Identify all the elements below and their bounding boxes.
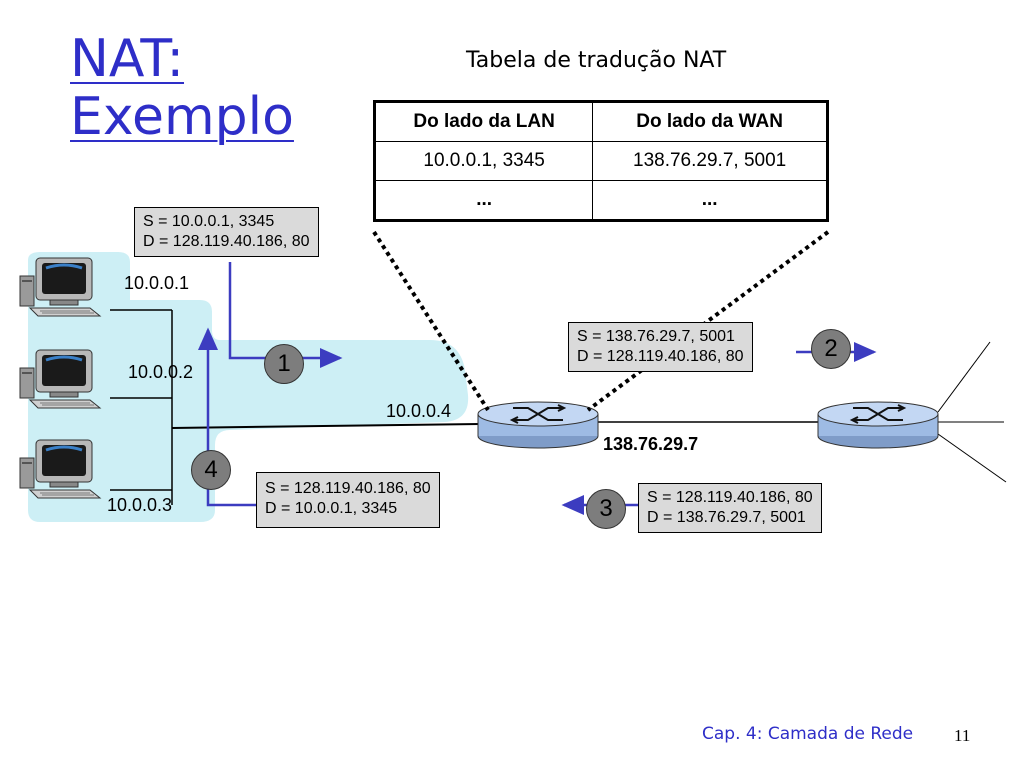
step-2-badge: 2 [811,329,851,369]
packet-1-destination: D = 128.119.40.186, 80 [143,232,310,252]
packet-3-source: S = 128.119.40.186, 80 [647,488,813,508]
title-line-2: Exemplo [70,88,294,146]
remote-router-icon [818,402,938,448]
packet-2-box: S = 138.76.29.7, 5001 D = 128.119.40.186… [568,322,753,372]
host-2-ip-label: 10.0.0.2 [128,362,193,383]
table-cell: ... [593,181,828,221]
packet-4-box: S = 128.119.40.186, 80 D = 10.0.0.1, 334… [256,472,440,528]
step-4-badge: 4 [191,450,231,490]
page-number: 11 [954,726,970,746]
host-1-ip-label: 10.0.0.1 [124,273,189,294]
router-wan-ip-label: 138.76.29.7 [603,434,698,455]
packet-2-source: S = 138.76.29.7, 5001 [577,327,744,347]
step-3-badge: 3 [586,489,626,529]
table-cell: 138.76.29.7, 5001 [593,142,828,181]
page-title: NAT: Exemplo [70,30,294,146]
header-wan: Do lado da WAN [593,102,828,142]
footer-chapter: Cap. 4: Camada de Rede [702,724,913,744]
packet-4-source: S = 128.119.40.186, 80 [265,479,431,499]
packet-3-box: S = 128.119.40.186, 80 D = 138.76.29.7, … [638,483,822,533]
packet-3-destination: D = 138.76.29.7, 5001 [647,508,813,528]
step-1-badge: 1 [264,344,304,384]
table-cell: 10.0.0.1, 3345 [375,142,593,181]
title-line-1: NAT: [70,30,294,88]
table-row: 10.0.0.1, 3345 138.76.29.7, 5001 [375,142,828,181]
nat-router-icon [478,402,598,448]
packet-2-destination: D = 128.119.40.186, 80 [577,347,744,367]
table-header-row: Do lado da LAN Do lado da WAN [375,102,828,142]
table-cell: ... [375,181,593,221]
packet-1-source: S = 10.0.0.1, 3345 [143,212,310,232]
table-row: ... ... [375,181,828,221]
table-caption: Tabela de tradução NAT [466,48,726,73]
header-lan: Do lado da LAN [375,102,593,142]
router-lan-ip-label: 10.0.0.4 [386,401,451,422]
packet-1-box: S = 10.0.0.1, 3345 D = 128.119.40.186, 8… [134,207,319,257]
host-3-ip-label: 10.0.0.3 [107,495,172,516]
packet-4-destination: D = 10.0.0.1, 3345 [265,499,431,519]
nat-translation-table: Do lado da LAN Do lado da WAN 10.0.0.1, … [373,100,829,222]
